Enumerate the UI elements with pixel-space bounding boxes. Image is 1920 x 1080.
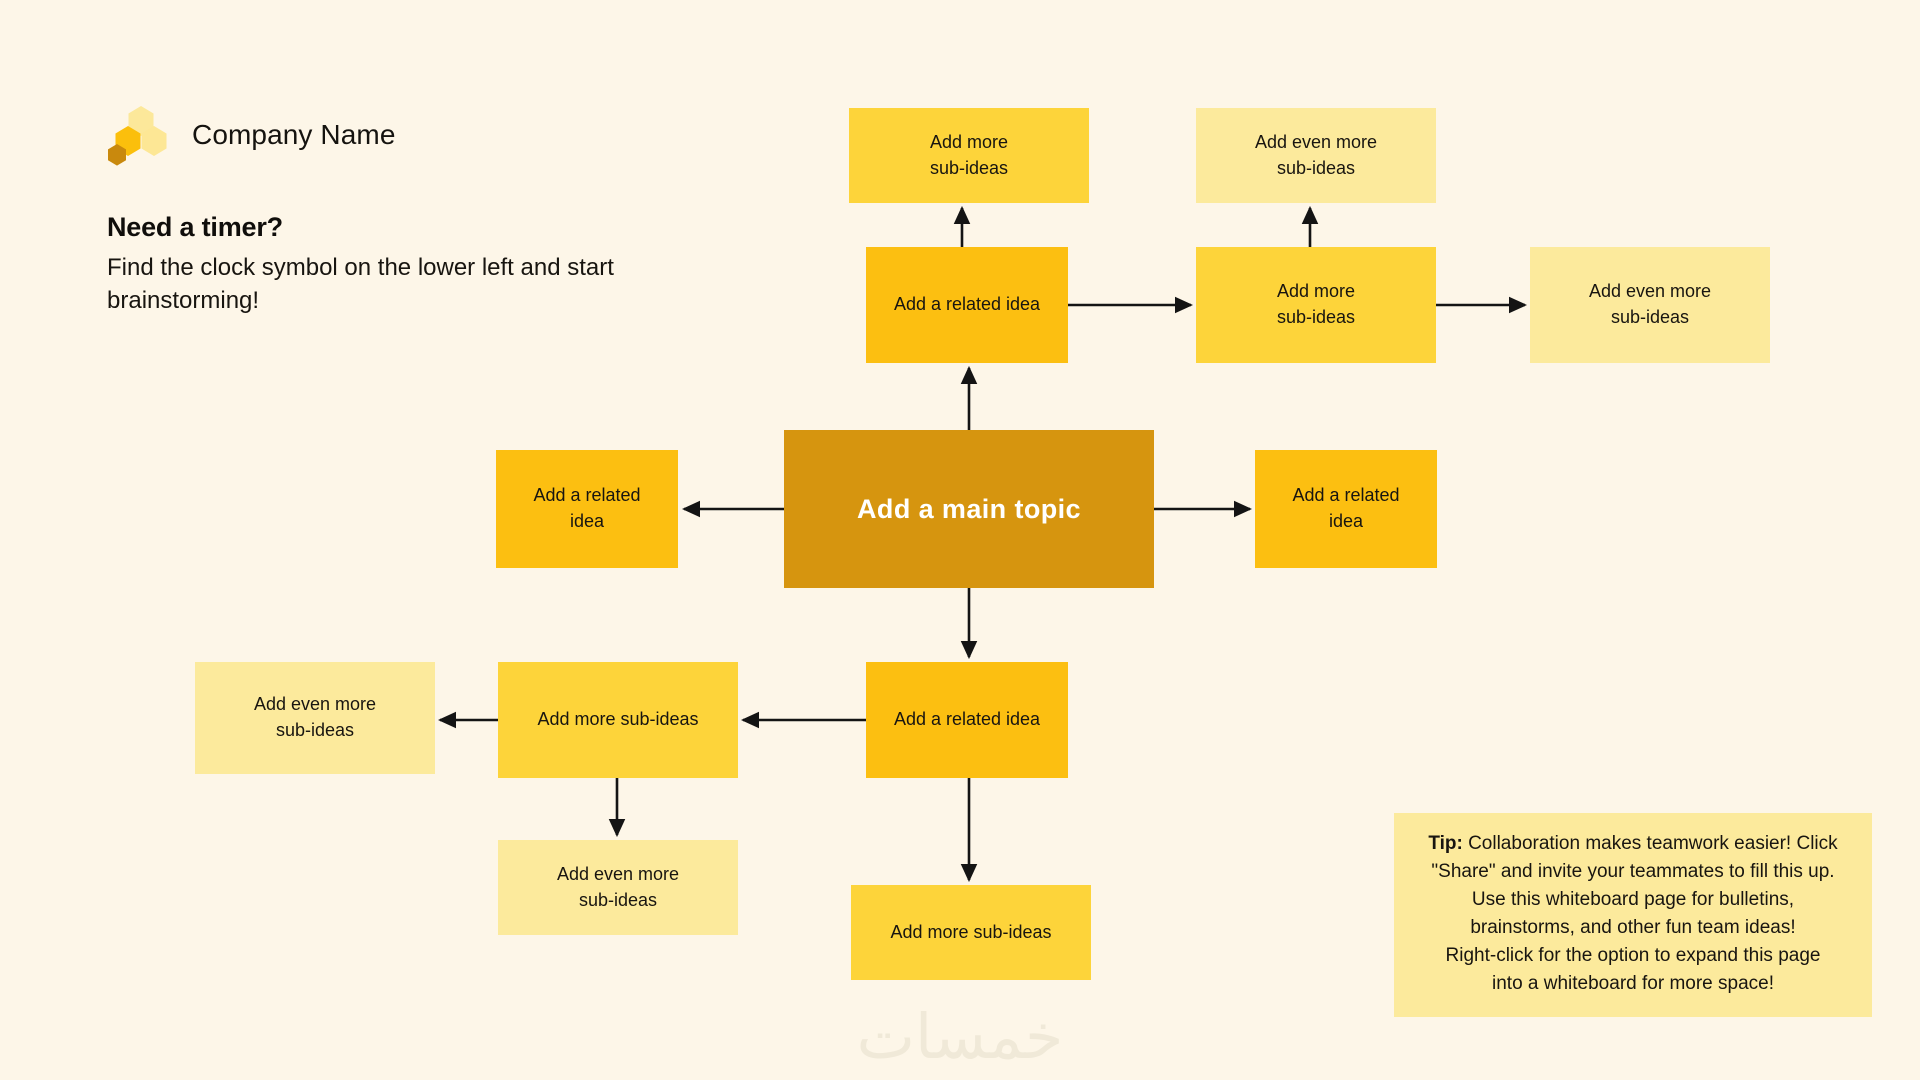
mindmap-node-label: Add more sub-ideas <box>929 131 1009 178</box>
mindmap-node-label: Add even more sub-ideas <box>253 694 377 740</box>
mindmap-node-main[interactable]: Add a main topic <box>784 430 1154 588</box>
mindmap-node-rel-top[interactable]: Add a related idea <box>866 247 1068 363</box>
mindmap-node-label: Add a main topic <box>857 493 1081 524</box>
mindmap-node-label: Add a related idea <box>893 709 1041 730</box>
mindmap-node-label: Add a related idea <box>1292 485 1400 531</box>
tip-card: Tip: Collaboration makes teamwork easier… <box>1394 813 1872 1017</box>
mindmap-node-label: Add a related idea <box>533 485 641 531</box>
mindmap-node-label: Add even more sub-ideas <box>1588 281 1712 327</box>
tip-label: Tip: <box>1428 833 1463 854</box>
mindmap-node-label: Add even more sub-ideas <box>556 863 680 910</box>
mindmap-node-label: Add more sub-ideas <box>890 921 1052 942</box>
mindmap-node-subsub-topB[interactable]: Add even more sub-ideas <box>1530 247 1770 363</box>
company-name: Company Name <box>192 119 396 150</box>
mindmap-node-subsub-botA[interactable]: Add even more sub-ideas <box>195 662 435 774</box>
intro-title: Need a timer? <box>107 212 283 242</box>
mindmap-node-label: Add more sub-ideas <box>537 709 699 730</box>
mindmap-node-subsub-topA[interactable]: Add even more sub-ideas <box>1196 108 1436 203</box>
mindmap-node-rel-bottom[interactable]: Add a related idea <box>866 662 1068 778</box>
hexagon-cluster-logo-icon <box>106 104 176 166</box>
mindmap-node-rel-right[interactable]: Add a related idea <box>1255 450 1437 568</box>
mindmap-node-label: Add more sub-ideas <box>1276 281 1356 327</box>
mindmap-node-label: Add even more sub-ideas <box>1254 131 1378 178</box>
watermark: خمسات <box>856 1000 1064 1073</box>
intro-block: Need a timer? Find the clock symbol on t… <box>107 212 627 317</box>
mindmap-node-label: Add a related idea <box>893 294 1041 315</box>
mindmap-node-sub-botA[interactable]: Add more sub-ideas <box>498 662 738 778</box>
mindmap-node-sub-botB[interactable]: Add more sub-ideas <box>851 885 1091 980</box>
tip-body: Collaboration makes teamwork easier! Cli… <box>1431 833 1838 994</box>
mindmap-node-sub-topA[interactable]: Add more sub-ideas <box>849 108 1089 203</box>
intro-body: Find the clock symbol on the lower left … <box>107 254 614 314</box>
brand-header: Company Name <box>106 104 396 166</box>
mindmap-node-subsub-botB[interactable]: Add even more sub-ideas <box>498 840 738 935</box>
mindmap-node-sub-topB[interactable]: Add more sub-ideas <box>1196 247 1436 363</box>
mindmap-node-rel-left[interactable]: Add a related idea <box>496 450 678 568</box>
